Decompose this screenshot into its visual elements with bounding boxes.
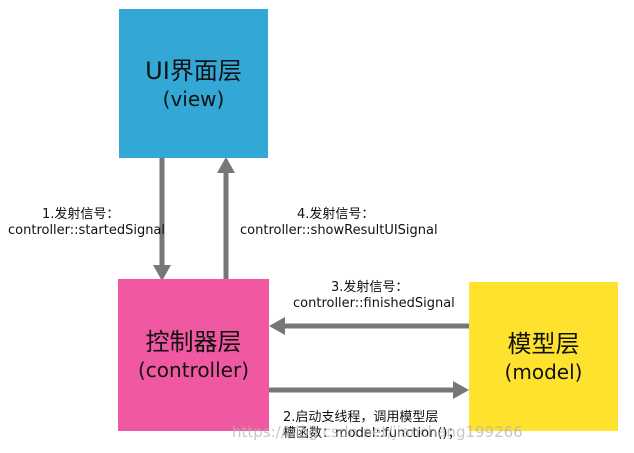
edge-1-line1: 1.发射信号： xyxy=(42,207,120,222)
edge-2-line1: 2.启动支线程，调用模型层 xyxy=(283,410,439,425)
arrow-model-to-controller xyxy=(269,317,469,335)
arrow-view-to-controller xyxy=(153,158,171,281)
controller-layer-box: 控制器层 (controller) xyxy=(118,279,269,431)
model-layer-subtitle: (model) xyxy=(504,359,583,384)
edge-2-line2: 槽函数：model::function()； xyxy=(283,426,461,441)
controller-layer-title: 控制器层 xyxy=(145,328,242,356)
watermark: https://blog.csdn.net/jianchang199266 xyxy=(232,423,523,441)
model-layer-box: 模型层 (model) xyxy=(469,282,618,431)
edge-1-line2: controller::startedSignal xyxy=(8,223,166,238)
controller-layer-subtitle: (controller) xyxy=(137,358,249,382)
view-layer-subtitle: (view) xyxy=(162,86,225,111)
arrow-controller-to-view xyxy=(217,157,235,279)
view-layer-title: UI界面层 xyxy=(145,56,242,85)
view-layer-box: UI界面层 (view) xyxy=(119,9,268,158)
edge-4-line1: 4.发射信号： xyxy=(297,207,375,222)
model-layer-title: 模型层 xyxy=(507,329,580,358)
edge-4-line2: controller::showResultUISignal xyxy=(240,223,438,238)
edge-3-line2: controller::finishedSignal xyxy=(293,296,455,311)
arrow-controller-to-model xyxy=(269,381,469,399)
edge-3-line1: 3.发射信号： xyxy=(331,280,409,295)
